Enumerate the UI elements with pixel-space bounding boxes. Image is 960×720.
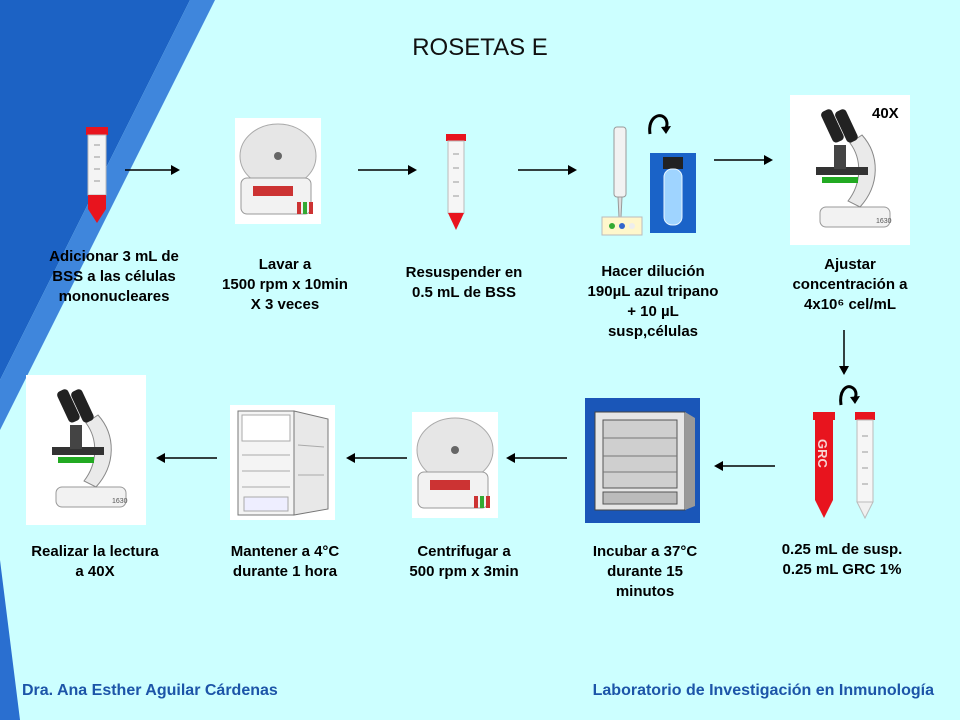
step-label: 0.25 mL de susp.0.25 mL GRC 1%: [781, 541, 903, 578]
tube-label: GRC: [814, 439, 830, 468]
arrow-right-icon: [518, 165, 577, 175]
arrow-right-icon: [714, 155, 773, 165]
pipette-icon: [601, 126, 643, 236]
arrow-left-icon: [346, 453, 407, 463]
rotate-arrow-icon: [839, 385, 860, 406]
arrow-left-icon: [506, 453, 567, 463]
incubator-icon: [585, 398, 700, 523]
test-tube-icon: [446, 134, 466, 230]
arrow-down-icon: [839, 330, 849, 375]
test-tube-icon: [86, 127, 108, 223]
arrow-right-icon: [125, 165, 180, 175]
centrifuge-icon: [235, 118, 321, 224]
vial-icon: [650, 153, 696, 233]
centrifuge-icon: [412, 412, 498, 518]
footer-lab: Laboratorio de Investigación en Inmunolo…: [592, 682, 934, 699]
tube-grc-icon: [813, 412, 835, 518]
svg-text:1630: 1630: [112, 498, 128, 505]
arrow-left-icon: [714, 461, 775, 471]
refrigerator-icon: [230, 405, 335, 520]
svg-text:1630: 1630: [876, 218, 892, 225]
footer-author: Dra. Ana Esther Aguilar Cárdenas: [22, 682, 278, 699]
microscope-icon: 1630: [26, 375, 146, 525]
arrow-right-icon: [358, 165, 417, 175]
microscope-icon: 1630: [790, 95, 910, 245]
page-title: ROSETAS E: [412, 34, 548, 61]
test-tube-icon: [855, 412, 875, 520]
rotate-arrow-icon: [648, 114, 671, 135]
magnification-label: 40X: [872, 105, 899, 122]
arrow-left-icon: [156, 453, 217, 463]
